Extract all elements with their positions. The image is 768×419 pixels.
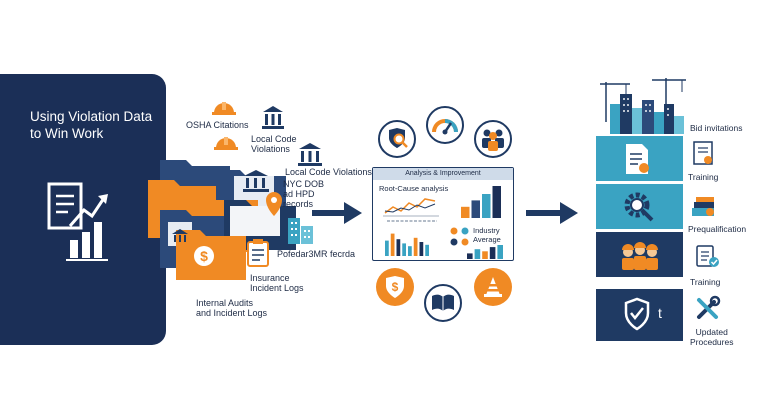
arrow-right-icon-2 [526,202,578,224]
clipboard-icon [247,239,269,267]
label-local-code: Local Code Violations [251,134,297,154]
bar [396,239,401,256]
traffic-cone-icon [484,277,502,297]
industry-line-2: Average [473,234,501,244]
bar [390,233,395,256]
label-osha: OSHA Citations [186,120,249,130]
puzzle-icon [450,227,469,246]
document-icon [626,144,649,174]
bar [492,186,501,218]
hard-hat-icon-2 [214,137,238,150]
bar [474,249,481,259]
label-training-1: Training [688,172,719,182]
gauge-icon [432,119,458,135]
team-icon [482,129,504,151]
dollar-icon: $ [194,246,214,266]
bar-chart-3 [467,245,503,259]
panel-title-line-2: to Win Work [30,126,104,141]
bar [482,194,491,218]
label-internal-line-2: and Incident Logs [196,308,268,318]
svg-text:$: $ [392,280,399,294]
label-insurance-line-2: Incident Logs [250,283,304,293]
bar [413,237,418,256]
bar [467,253,473,259]
label-emr: Pofedar3MR fecrda [277,249,356,259]
label-local-code-violations: Local Code Violations [285,167,372,177]
bar [425,244,429,256]
shield-letter: t [658,305,662,321]
location-pin-icon [266,192,282,216]
tools-icon [697,295,721,319]
workers-icon [622,242,658,270]
certificate-icon [693,141,713,165]
label-updated-line-1: Updated [695,327,728,337]
bar [461,206,470,218]
bar [385,240,389,256]
bar [489,247,496,259]
shield-search-icon [389,128,408,148]
folder-icon [148,160,296,280]
bank-icon [172,170,269,242]
trend-line-navy [384,203,436,213]
cone-circle [474,268,512,306]
tile-bid-invitations [596,136,683,181]
label-internal-line-1: Internal Audits [196,298,254,308]
shield-search-circle [378,120,416,158]
arrow-right-icon [312,202,362,224]
money-stack-icon [692,197,714,216]
label-prequalification: Prequalification [688,224,747,234]
root-cause-label: Root-Cause analysis [379,184,449,193]
gear-search-icon [624,192,654,222]
checklist-icon [696,245,719,267]
label-nyc-records: NYC DOB ad HPD records [283,179,324,209]
label-bid-invitations: Bid invitations [690,123,743,133]
bar [419,242,424,256]
panel-title-line-1: Using Violation Data [30,109,153,124]
analysis-card: Analysis & Improvement Root-Cause analys… [372,167,514,261]
label-nyc-line-1: NYC DOB [283,179,325,189]
industry-average-label: Industry Average [473,226,501,244]
label-local-code-line-1: Local Code [251,134,297,144]
tile-search [596,184,683,229]
shield-check-icon [624,297,650,331]
book-circle [424,284,462,322]
building-icon [288,218,313,244]
report-chart-icon [47,182,108,261]
industry-line-1: Industry [473,226,500,235]
hard-hat-icon [212,102,236,115]
bar-chart-1 [461,186,501,218]
trend-line-orange [384,198,436,214]
caption-line [387,220,437,222]
folder-stack: $ [148,160,296,280]
bar [408,246,412,256]
team-circle [474,120,512,158]
gauge-circle [426,106,464,144]
label-internal-audits: Internal Audits and Incident Logs [196,298,267,318]
bar-chart-2 [385,233,429,256]
panel-title: Using Violation Data to Win Work [30,108,170,142]
city-skyline-icon [600,78,686,134]
label-local-code-line-2: Violations [251,144,290,154]
trend-chart [383,198,439,217]
label-insurance-line-1: Insurance [250,273,290,283]
label-nyc-line-2: ad HPD [283,189,315,199]
shield-dollar-icon: $ [386,276,404,298]
tile-workers [596,232,683,277]
label-updated-procedures: Updated Procedures [690,327,733,347]
tile-shield: t [596,289,683,341]
courthouse-icon-2 [298,143,322,166]
bar [402,243,406,256]
label-nyc-line-3: records [283,199,314,209]
bar [471,200,480,218]
svg-text:$: $ [200,248,208,264]
label-insurance: Insurance Incident Logs [250,273,304,293]
bar [482,251,488,259]
label-training-2: Training [690,277,721,287]
label-updated-line-2: Procedures [690,337,734,347]
analysis-header: Analysis & Improvement [373,168,513,180]
book-icon [432,294,454,311]
bar [497,245,503,259]
shield-dollar-circle: $ [376,268,414,306]
courthouse-icon [262,106,284,129]
